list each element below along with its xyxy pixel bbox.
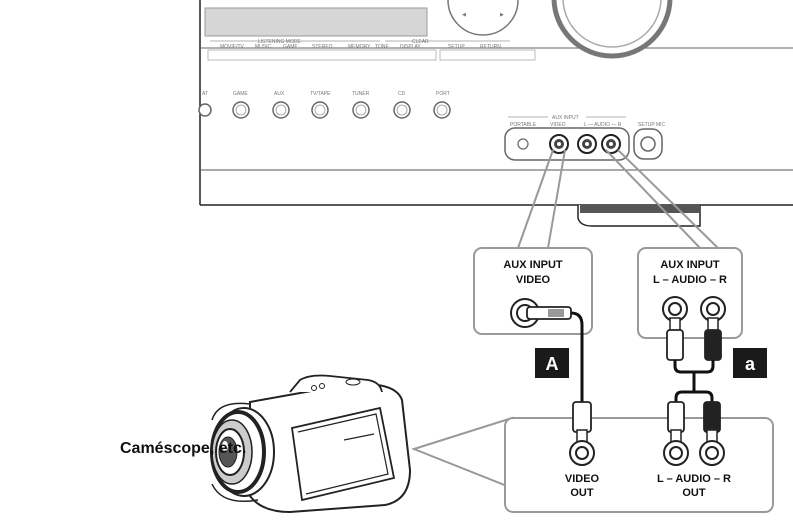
svg-text:AUX: AUX — [274, 91, 285, 97]
audio-plugs-upper — [666, 317, 722, 361]
svg-text:TONE: TONE — [375, 44, 389, 50]
svg-text:AT: AT — [202, 91, 208, 97]
svg-text:SETUP: SETUP — [448, 44, 465, 50]
svg-text:DISPLAY: DISPLAY — [400, 44, 421, 50]
svg-text:GAME: GAME — [283, 44, 298, 50]
svg-text:▶: ▶ — [500, 12, 504, 18]
audio-callout-title-1: AUX INPUT — [660, 259, 720, 271]
svg-text:MOVIE/TV: MOVIE/TV — [220, 44, 245, 50]
svg-text:MUSIC: MUSIC — [255, 44, 272, 50]
video-callout-title-2: VIDEO — [516, 274, 551, 286]
listening-mode-label: LISTENING MODE — [258, 39, 301, 45]
svg-text:◀: ◀ — [462, 12, 466, 18]
badge-audio-cable: a — [733, 348, 767, 378]
svg-text:VIDEO: VIDEO — [550, 122, 566, 128]
video-cable — [570, 311, 584, 402]
display-window — [204, 7, 428, 37]
svg-text:a: a — [745, 354, 756, 374]
svg-text:AUX INPUT: AUX INPUT — [552, 115, 579, 121]
audio-cable — [673, 360, 715, 402]
selector-dial — [447, 0, 519, 36]
svg-text:CD: CD — [398, 91, 406, 97]
video-out-label-1: VIDEO — [565, 473, 600, 485]
svg-text:PORT: PORT — [436, 91, 450, 97]
panel-aux-input: AUX INPUT PORTABLE VIDEO L — AUDIO — R S… — [504, 115, 666, 161]
svg-text:GAME: GAME — [233, 91, 248, 97]
svg-text:L — AUDIO — R: L — AUDIO — R — [584, 122, 622, 128]
audio-callout: AUX INPUT L – AUDIO – R — [637, 247, 743, 339]
audio-out-label-2: OUT — [682, 487, 706, 499]
svg-text:MEMORY: MEMORY — [348, 44, 371, 50]
clear-label: CLEAR — [412, 39, 429, 45]
svg-text:RETURN: RETURN — [480, 44, 501, 50]
svg-text:A: A — [546, 354, 559, 374]
receiver-front-panel: ◀ ▶ LISTENING MODE CLEAR MOVIE/TV MUSIC … — [198, 0, 793, 227]
svg-text:PORTABLE: PORTABLE — [510, 122, 537, 128]
device-caption: Caméscope, etc. — [120, 440, 247, 457]
zoom-leaders — [517, 149, 719, 249]
svg-text:SETUP MIC: SETUP MIC — [638, 122, 666, 128]
badge-video-cable: A — [535, 348, 569, 378]
svg-text:STEREO: STEREO — [312, 44, 333, 50]
audio-out-label-1: L – AUDIO – R — [657, 473, 731, 485]
svg-text:TV/TAPE: TV/TAPE — [310, 91, 331, 97]
svg-text:TUNER: TUNER — [352, 91, 370, 97]
portable-jack — [517, 138, 529, 150]
camera-output-callout: VIDEO OUT L – AUDIO – R OUT — [411, 401, 774, 513]
source-buttons: AT GAME AUX TV/TAPE TUNER CD PORT — [198, 91, 451, 119]
top-button-row: MOVIE/TV MUSIC GAME STEREO MEMORY TONE D… — [207, 44, 536, 61]
camcorder-illustration — [210, 374, 412, 514]
video-out-label-2: OUT — [570, 487, 594, 499]
video-callout: AUX INPUT VIDEO — [473, 247, 593, 335]
audio-callout-title-2: L – AUDIO – R — [653, 274, 727, 286]
setup-mic-jack — [640, 136, 656, 152]
video-callout-title-1: AUX INPUT — [503, 259, 563, 271]
